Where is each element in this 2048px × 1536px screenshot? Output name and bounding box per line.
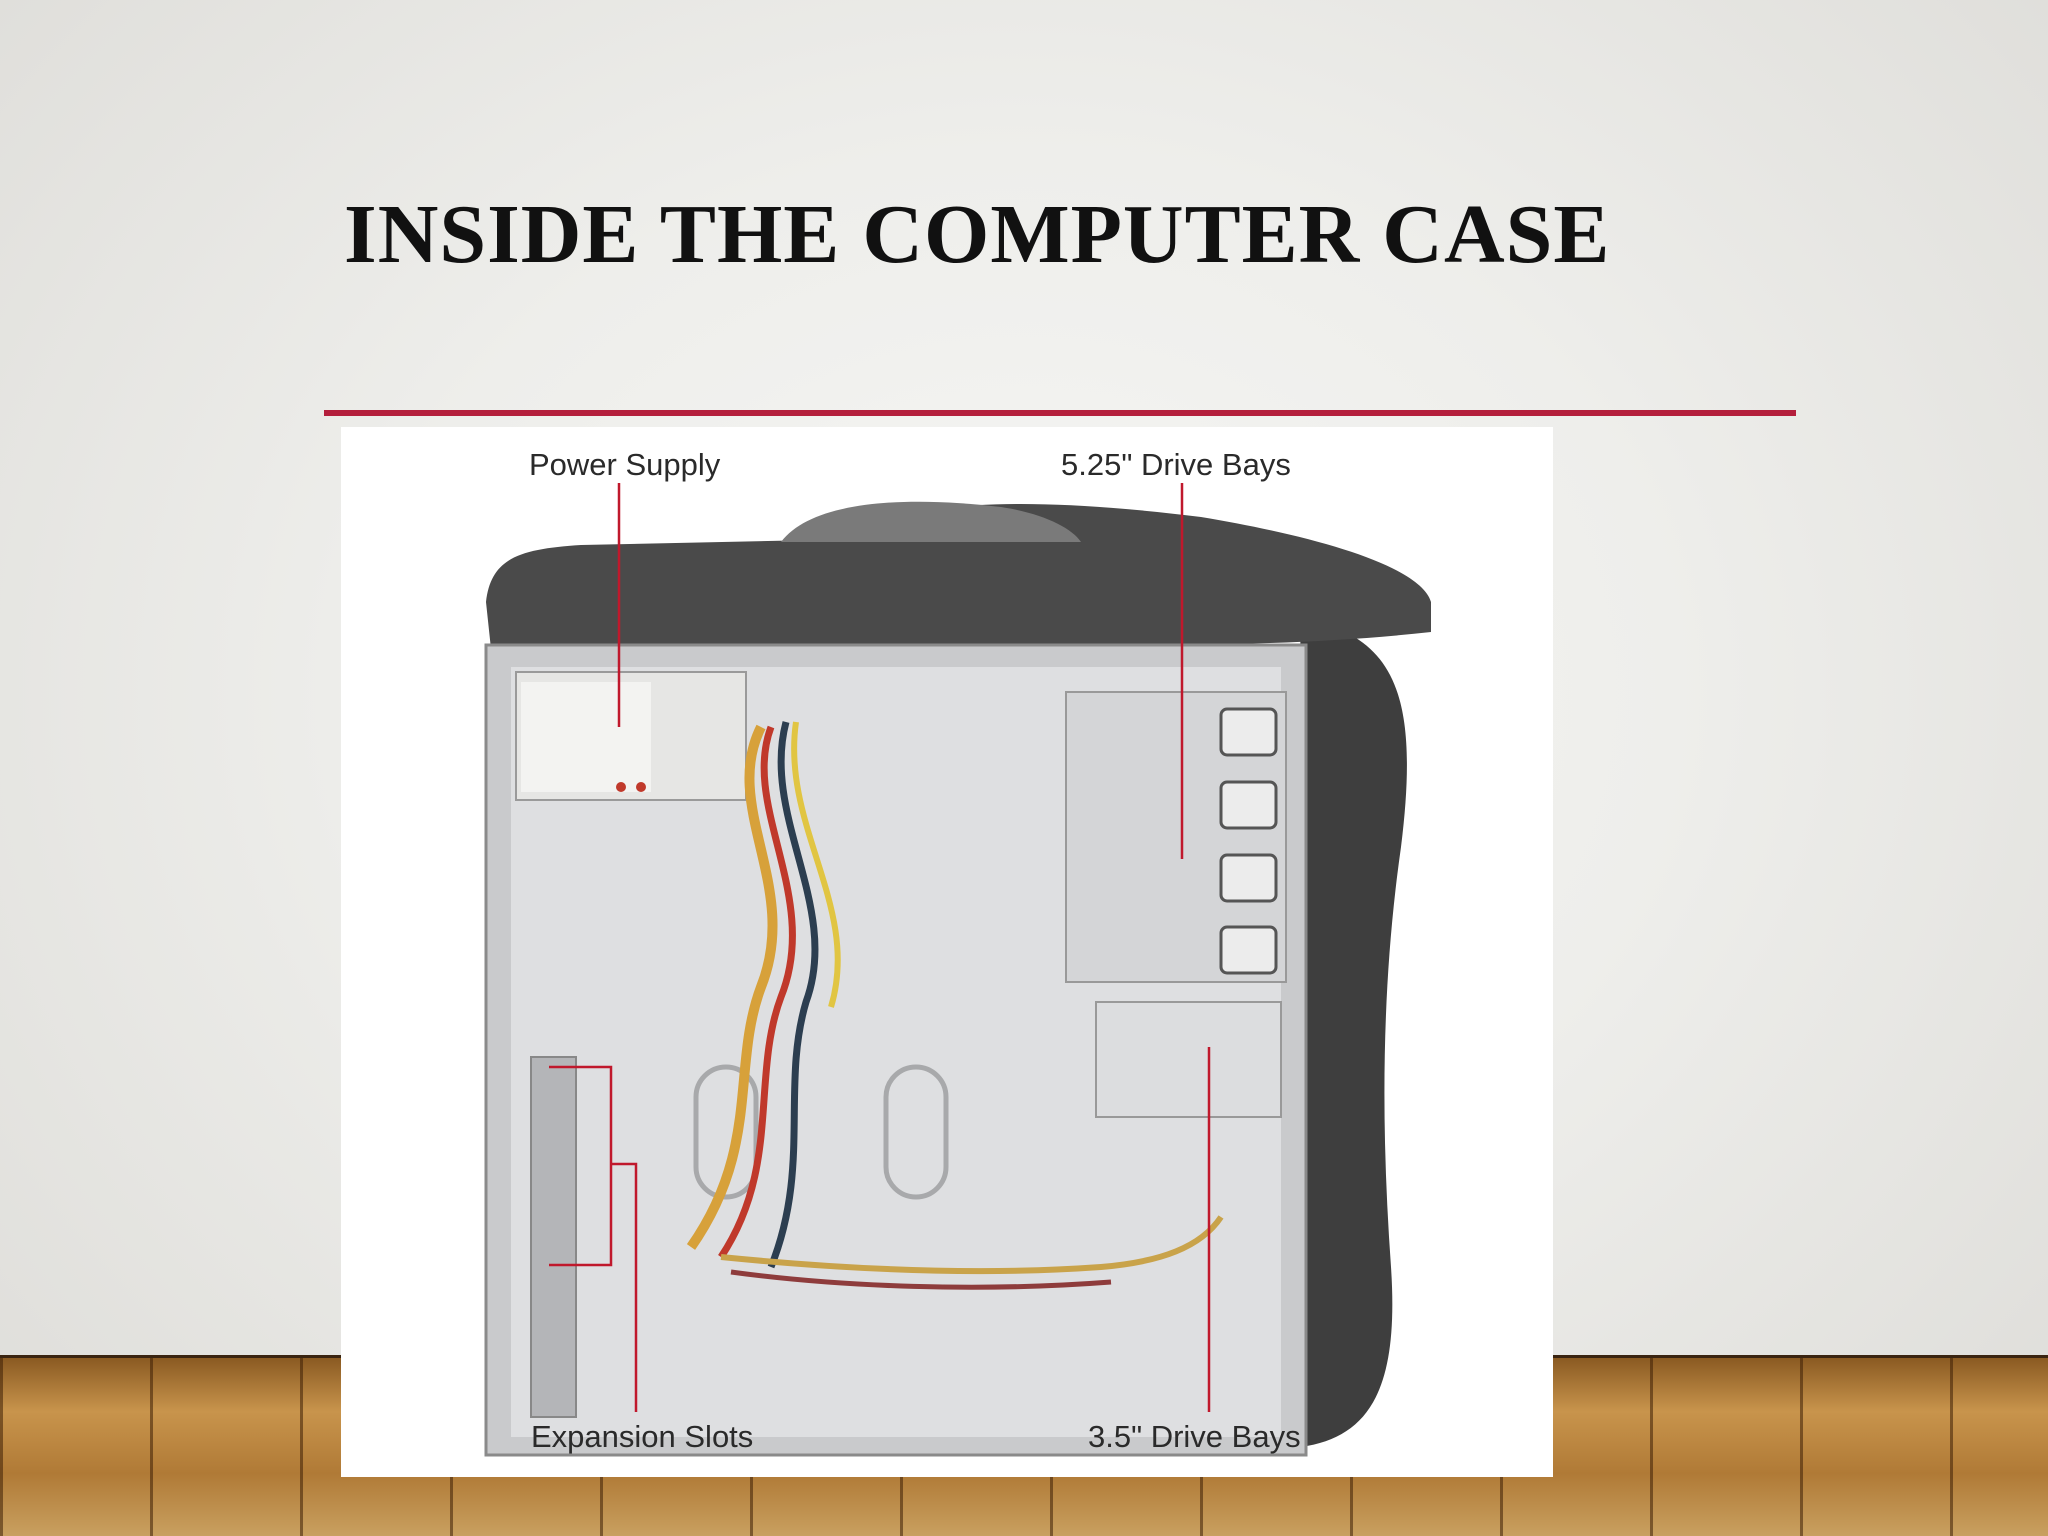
callout-line-expansion-slots (611, 1162, 638, 1412)
case-front-bezel (1281, 617, 1407, 1447)
slide-title: INSIDE THE COMPUTER CASE (344, 188, 1611, 281)
label-drive-bays-35: 3.5" Drive Bays (1088, 1419, 1301, 1454)
title-divider (324, 410, 1796, 416)
power-supply-sticker (521, 682, 651, 792)
expansion-slot-bracket (530, 1056, 577, 1418)
callout-bracket-expansion-upper (549, 1065, 613, 1267)
label-power-supply: Power Supply (529, 447, 721, 482)
case-top-handle (781, 501, 1081, 542)
drive-cage-35 (1095, 1001, 1282, 1118)
label-expansion-slots: Expansion Slots (531, 1419, 754, 1454)
case-top-cover (486, 504, 1431, 649)
computer-case-illustration (484, 483, 1431, 1457)
computer-case-photo: Power Supply 5.25" Drive Bays Expansion … (341, 427, 1553, 1477)
label-drive-bays-525: 5.25" Drive Bays (1061, 447, 1291, 482)
